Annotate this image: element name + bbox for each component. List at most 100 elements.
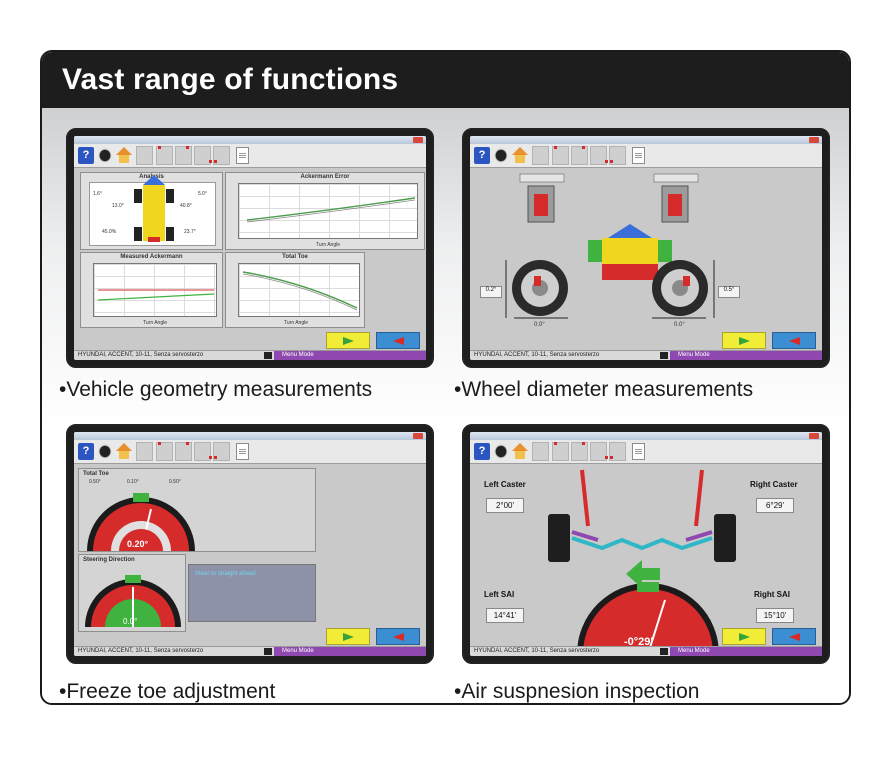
indicator-dot xyxy=(582,442,585,445)
toolbar-slot[interactable] xyxy=(213,146,230,165)
status-mode[interactable]: Menu Mode xyxy=(670,351,822,360)
window-titlebar xyxy=(470,136,822,144)
steering-label: Steering Direction xyxy=(83,557,135,563)
help-button[interactable]: ? xyxy=(474,147,490,164)
status-vehicle: HYUNDAI, ACCENT, 10-11, Senza servosterz… xyxy=(78,352,204,358)
indicator-dot xyxy=(610,456,613,459)
wheel-screen: ? xyxy=(470,136,822,360)
back-button[interactable] xyxy=(772,332,816,349)
toolbar-slot[interactable] xyxy=(590,442,607,461)
status-bar: HYUNDAI, ACCENT, 10-11, Senza servosterz… xyxy=(470,646,822,656)
home-icon[interactable] xyxy=(512,147,528,164)
status-vehicle: HYUNDAI, ACCENT, 10-11, Senza servosterz… xyxy=(78,648,204,654)
indicator-dot xyxy=(209,456,212,459)
toolbar-slot[interactable] xyxy=(194,442,211,461)
wheel-diagram xyxy=(505,173,715,319)
geometry-screen: ? Analysis xyxy=(74,136,426,360)
total-toe-curve xyxy=(242,271,358,311)
window-titlebar xyxy=(470,432,822,440)
toolbar-slot[interactable] xyxy=(156,146,173,165)
analysis-view: 1.6° 5.0° 13.0° 40.8° 45.0% 23.7° xyxy=(89,175,216,246)
help-button[interactable]: ? xyxy=(78,443,94,460)
back-button[interactable] xyxy=(376,332,420,349)
close-icon[interactable] xyxy=(413,433,423,439)
toolbar-slot[interactable] xyxy=(609,146,626,165)
x-axis-label: Turn Angle xyxy=(284,320,308,326)
measured-ackermann-panel: Measured Ackermann Turn Angle xyxy=(80,252,223,328)
back-button[interactable] xyxy=(376,628,420,645)
wheel-icon[interactable] xyxy=(97,147,113,164)
report-icon[interactable] xyxy=(236,147,249,164)
report-icon[interactable] xyxy=(632,443,645,460)
status-mode[interactable]: Menu Mode xyxy=(274,351,426,360)
status-bar: HYUNDAI, ACCENT, 10-11, Senza servosterz… xyxy=(74,646,426,656)
app-toolbar: ? xyxy=(470,440,822,464)
toolbar-slot[interactable] xyxy=(175,146,192,165)
wheel-icon xyxy=(166,227,174,241)
report-icon[interactable] xyxy=(632,147,645,164)
app-toolbar: ? xyxy=(74,440,426,464)
reading: 13.0° xyxy=(112,203,124,209)
toolbar-slot[interactable] xyxy=(609,442,626,461)
toolbar-slot[interactable] xyxy=(552,146,569,165)
info-text: Steer to straight ahead xyxy=(195,571,256,577)
toolbar-slot[interactable] xyxy=(194,146,211,165)
toolbar-slot[interactable] xyxy=(590,146,607,165)
indicator-dot xyxy=(605,456,608,459)
close-icon[interactable] xyxy=(809,433,819,439)
info-box: Steer to straight ahead xyxy=(188,564,316,622)
home-icon[interactable] xyxy=(116,147,132,164)
wheel-icon[interactable] xyxy=(97,443,113,460)
status-mode[interactable]: Menu Mode xyxy=(670,647,822,656)
toolbar-slot[interactable] xyxy=(532,146,549,165)
analysis-panel: Analysis 1.6° 5.0° 13.0° 40.8° 45.0% xyxy=(80,172,223,250)
panel-title: Measured Ackermann xyxy=(120,254,183,260)
indicator-dot xyxy=(582,146,585,149)
app-toolbar: ? xyxy=(470,144,822,168)
toolbar-slot[interactable] xyxy=(532,442,549,461)
vehicle-front xyxy=(143,175,165,185)
ackermann-error-plot xyxy=(238,183,418,239)
panel-title: Ackermann Error xyxy=(300,174,350,180)
back-button[interactable] xyxy=(772,628,816,645)
toolbar-slot[interactable] xyxy=(571,442,588,461)
toolbar-slot[interactable] xyxy=(571,146,588,165)
toolbar-slot[interactable] xyxy=(136,442,153,461)
x-axis-label: Turn Angle xyxy=(143,320,167,326)
close-icon[interactable] xyxy=(809,137,819,143)
toe-value: 0.20° xyxy=(127,539,149,549)
toolbar-slot[interactable] xyxy=(175,442,192,461)
next-button[interactable] xyxy=(722,332,766,349)
wheel-icon[interactable] xyxy=(493,147,509,164)
status-bar: HYUNDAI, ACCENT, 10-11, Senza servosterz… xyxy=(74,350,426,360)
close-icon[interactable] xyxy=(413,137,423,143)
toolbar-slot[interactable] xyxy=(552,442,569,461)
help-button[interactable]: ? xyxy=(474,443,490,460)
total-toe-plot xyxy=(238,263,360,317)
toolbar-slot[interactable] xyxy=(136,146,153,165)
freeze-toe-screen: ? Total Toe 0.50° 0 xyxy=(74,432,426,656)
x-axis-label: Turn Angle xyxy=(316,242,340,248)
left-wheel-bottom-value: 0.0° xyxy=(534,322,545,328)
steering-gauge xyxy=(85,575,181,627)
left-sai-label: Left SAI xyxy=(484,590,515,599)
indicator-dot xyxy=(605,160,608,163)
home-icon[interactable] xyxy=(116,443,132,460)
toolbar-slot[interactable] xyxy=(156,442,173,461)
toe-gauge xyxy=(87,493,195,552)
indicator-dot xyxy=(610,160,613,163)
reading: 5.0° xyxy=(198,191,207,197)
home-icon[interactable] xyxy=(512,443,528,460)
next-button[interactable] xyxy=(326,332,370,349)
window-titlebar xyxy=(74,432,426,440)
toolbar-slot[interactable] xyxy=(213,442,230,461)
wheel-icon[interactable] xyxy=(493,443,509,460)
report-icon[interactable] xyxy=(236,443,249,460)
help-button[interactable]: ? xyxy=(78,147,94,164)
status-mode[interactable]: Menu Mode xyxy=(274,647,426,656)
next-button[interactable] xyxy=(326,628,370,645)
status-separator xyxy=(660,352,668,359)
left-caster-label: Left Caster xyxy=(484,480,526,489)
right-wheel-bottom-value: 0.0° xyxy=(674,322,685,328)
next-button[interactable] xyxy=(722,628,766,645)
